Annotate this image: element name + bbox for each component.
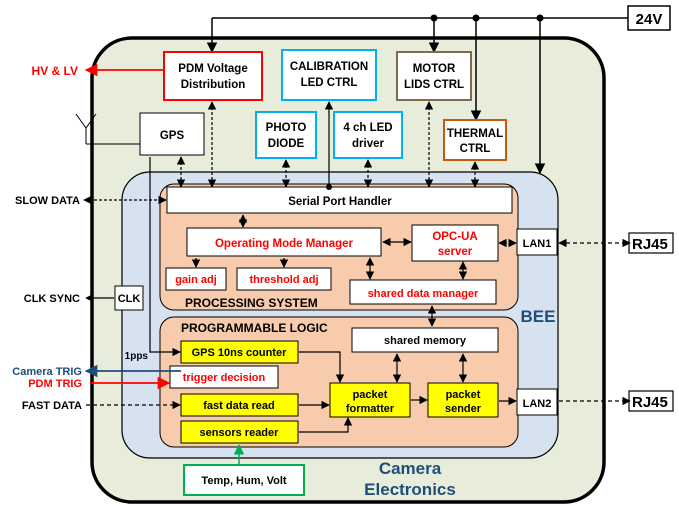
- gps-counter-label: GPS 10ns counter: [192, 347, 287, 359]
- rj45-top-label: RJ45: [632, 236, 668, 253]
- packet-sender-box: [427, 382, 499, 418]
- shared-memory-box: [351, 327, 499, 353]
- camera-electronics-label-1: Camera: [379, 459, 442, 478]
- motor-box: [396, 51, 472, 101]
- calibration-label-1: CALIBRATION: [290, 61, 368, 73]
- packet-formatter-label-2: formatter: [346, 403, 395, 415]
- junction-dot: [472, 14, 480, 22]
- packet-sender-label-2: sender: [445, 403, 482, 415]
- lan1-label: LAN1: [523, 238, 552, 250]
- pdm-voltage-label-2: Distribution: [181, 79, 246, 91]
- antenna-icon: [75, 113, 140, 145]
- opc-ua-label-1: OPC-UA: [432, 231, 477, 243]
- fast-data-label: FAST DATA: [22, 400, 82, 412]
- photo-diode-box: [255, 111, 317, 159]
- thermal-label-1: THERMAL: [447, 128, 503, 140]
- processing-system-title: PROCESSING SYSTEM: [185, 296, 318, 310]
- camera-electronics-label-2: Electronics: [364, 480, 456, 499]
- gain-adj-box: [165, 267, 227, 291]
- led-driver-box: [333, 111, 403, 159]
- power-24v-label: 24V: [636, 11, 663, 28]
- opc-ua-box: [411, 224, 499, 262]
- pps-label: 1pps: [125, 351, 149, 362]
- sensors-reader-label: sensors reader: [200, 427, 280, 439]
- pdm-trig-label: PDM TRIG: [28, 378, 82, 390]
- gps-label: GPS: [160, 130, 185, 142]
- thermal-label-2: CTRL: [460, 143, 491, 155]
- motor-label-2: LIDS CTRL: [404, 79, 464, 91]
- photo-diode-label-1: PHOTO: [266, 122, 307, 134]
- motor-label-1: MOTOR: [413, 63, 456, 75]
- lan1-box: [516, 228, 558, 256]
- clk-label: CLK: [118, 293, 141, 305]
- rj45-top-box: [628, 232, 674, 254]
- camera-trig-label: Camera TRIG: [12, 366, 82, 378]
- lan2-label: LAN2: [523, 398, 552, 410]
- led-driver-label-2: driver: [352, 138, 384, 150]
- fast-data-read-box: [180, 393, 299, 417]
- slow-data-label: SLOW DATA: [15, 195, 80, 207]
- threshold-adj-box: [236, 267, 332, 291]
- serial-port-handler-label: Serial Port Handler: [288, 196, 392, 208]
- trigger-decision-label: trigger decision: [183, 372, 266, 384]
- sensors-label: Temp, Hum, Volt: [201, 475, 286, 487]
- junction-dot: [430, 14, 438, 22]
- calibration-box: [281, 49, 377, 101]
- photo-diode-label-2: DIODE: [268, 138, 305, 150]
- programmable-logic-title: PROGRAMMABLE LOGIC: [181, 321, 328, 335]
- fast-data-read-label: fast data read: [203, 400, 275, 412]
- packet-formatter-label-1: packet: [353, 389, 388, 401]
- operating-mode-manager-box: [186, 227, 382, 257]
- pdm-voltage-label-1: PDM Voltage: [178, 63, 247, 75]
- shared-data-manager-label: shared data manager: [368, 288, 479, 300]
- gain-adj-label: gain adj: [175, 274, 217, 286]
- thermal-box: [443, 119, 507, 161]
- bee-label: BEE: [521, 307, 556, 326]
- led-driver-label-1: 4 ch LED: [343, 122, 392, 134]
- lan2-box: [516, 388, 558, 416]
- calibration-label-2: LED CTRL: [301, 77, 358, 89]
- sensors-box: [183, 464, 305, 496]
- hv-lv-label: HV & LV: [32, 64, 78, 78]
- threshold-adj-label: threshold adj: [249, 274, 318, 286]
- packet-formatter-box: [329, 382, 411, 418]
- clk-sync-label: CLK SYNC: [24, 293, 80, 305]
- gps-box: [139, 112, 205, 156]
- packet-sender-label-1: packet: [446, 389, 481, 401]
- pdm-voltage-box: [163, 51, 263, 101]
- shared-data-manager-box: [349, 279, 497, 305]
- rj45-bottom-box: [628, 390, 674, 412]
- serial-port-handler-box: [166, 186, 513, 214]
- opc-ua-label-2: server: [438, 246, 473, 258]
- operating-mode-manager-label: Operating Mode Manager: [215, 238, 354, 250]
- power-24v-box: [627, 5, 671, 31]
- clk-box: [114, 285, 144, 311]
- sensors-reader-box: [180, 420, 299, 444]
- junction-dot: [536, 14, 544, 22]
- gps-counter-box: [180, 340, 299, 364]
- rj45-bottom-label: RJ45: [632, 394, 668, 411]
- shared-memory-label: shared memory: [384, 335, 467, 347]
